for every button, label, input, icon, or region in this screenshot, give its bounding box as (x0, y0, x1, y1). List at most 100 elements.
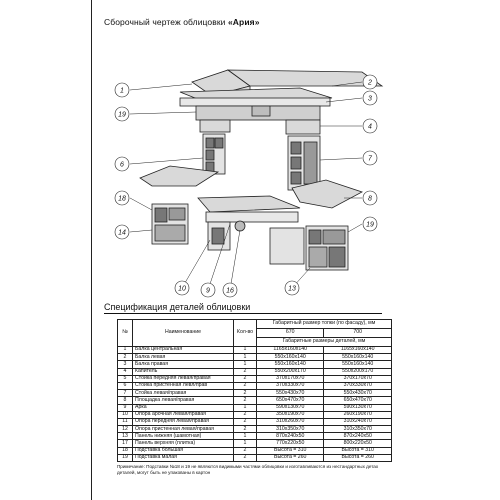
slab-right (291, 179, 364, 209)
column-right-tile-2 (290, 156, 302, 170)
row-name: Панель верхняя (плитка) (132, 439, 234, 448)
row-size-a: 310х350х70 (255, 425, 325, 434)
callout-16: 16 (226, 288, 234, 295)
row-qty: 2 (233, 389, 257, 398)
row-num: 13 (117, 432, 133, 441)
row-size-a: 870х240х50 (255, 432, 325, 441)
row-num: 1 (117, 345, 133, 355)
callout-circle-18 (114, 190, 130, 206)
callout-circle-14 (114, 224, 130, 240)
leader-2 (331, 81, 363, 87)
row-name: Балка центральная (132, 345, 234, 355)
callout-9: 9 (206, 288, 210, 295)
row-size-b: Высота = 260 (323, 453, 392, 463)
column-left-tile-1 (205, 137, 215, 149)
row-qty: 2 (233, 374, 257, 383)
row-name: Балка левая (132, 353, 234, 362)
row-size-b: 310х240х70 (323, 417, 392, 427)
callout-2: 2 (367, 80, 372, 87)
capital-left (199, 119, 231, 133)
arch-top (197, 195, 301, 213)
row-name: Стойка пристенная левл/прав (132, 381, 234, 391)
row-qty: 2 (233, 381, 257, 391)
callout-18: 18 (118, 196, 126, 203)
leader-19 (347, 223, 363, 233)
arch-support-left-tile (211, 227, 225, 245)
row-qty: 1 (233, 432, 257, 441)
leader-9 (207, 223, 231, 291)
row-size-a: 550х430х70 (255, 389, 325, 398)
callout-circle-16 (222, 282, 238, 298)
support-left-tile-2 (168, 207, 186, 221)
callout-1: 1 (120, 88, 124, 95)
row-num: 3 (117, 360, 133, 369)
support-right-tile-1 (308, 229, 322, 245)
row-size-b: 870х240х50 (323, 432, 392, 441)
row-qty: 1 (233, 360, 257, 369)
row-size-a: Высота = 310 (255, 446, 325, 455)
row-size-b: 550х430х70 (323, 389, 392, 398)
row-size-b: 370х170х70 (323, 374, 392, 383)
col-num: № (117, 319, 133, 347)
row-size-b: 800х220х50 (323, 439, 392, 448)
row-qty: 2 (233, 396, 257, 405)
row-qty: 2 (233, 410, 257, 419)
row-size-a: 550х160х140 (255, 360, 325, 369)
row-size-a: 550х160х140 (255, 353, 325, 362)
row-name: Опора арочная левая/правая (132, 410, 234, 419)
support-left-tile-1 (154, 207, 168, 223)
row-qty: 2 (233, 446, 257, 455)
callout-circle-7 (362, 150, 378, 166)
leader-17 (129, 111, 197, 115)
assembly-drawing: 1 2 3 19 4 6 7 8 18 19 14 10 9 16 13 (114, 69, 384, 298)
callout-circle-13 (284, 280, 300, 296)
col-name: Наименование (132, 319, 234, 347)
row-name: Стойка левая/правая (132, 389, 234, 398)
row-size-b: 550х200х170 (323, 367, 392, 376)
row-size-a: 350х190х70 (255, 410, 325, 419)
row-size-a: 770х220х50 (255, 439, 325, 448)
col-group: Габаритный размер топки (по фасаду), мм (256, 319, 392, 329)
spec-title: Спецификация деталей облицовки (104, 302, 251, 312)
spec-title-rule (104, 313, 382, 314)
column-right-tile-4 (303, 141, 318, 185)
support-right-tile-2 (322, 229, 346, 245)
row-name: Панель нижняя (шамотная) (132, 432, 234, 441)
row-num: 2 (117, 353, 133, 362)
column-right-tile-3 (290, 171, 302, 185)
row-size-b: 590х130х70 (323, 403, 392, 412)
row-size-b: 550х160х140 (323, 360, 392, 369)
row-size-a: 550х200х170 (255, 367, 325, 376)
support-right-back (269, 227, 305, 265)
beam-left-top (226, 69, 384, 87)
row-name: Опора передняя левая/правая (132, 417, 234, 427)
row-name: Подставка большая (132, 446, 234, 455)
leader-10 (181, 239, 211, 289)
row-qty: 1 (233, 403, 257, 412)
support-right-tile-4 (328, 246, 346, 268)
col-size-a: 670 (255, 328, 325, 338)
row-num: 19 (117, 453, 133, 463)
row-qty: 2 (233, 453, 257, 463)
spec-note: Примечание: Подставки №18 и 19 не являют… (117, 464, 379, 475)
row-size-a: 650х470х70 (255, 396, 325, 405)
leader-3 (325, 97, 363, 103)
row-qty: 2 (233, 367, 257, 376)
arch-medallion (234, 220, 246, 232)
column-left-tile-2 (214, 137, 224, 149)
callout-circle-9 (200, 282, 216, 298)
arch-front (205, 211, 299, 223)
center-plaque (251, 105, 271, 117)
callout-circle-3 (362, 90, 378, 106)
callout-circle-8 (362, 190, 378, 206)
